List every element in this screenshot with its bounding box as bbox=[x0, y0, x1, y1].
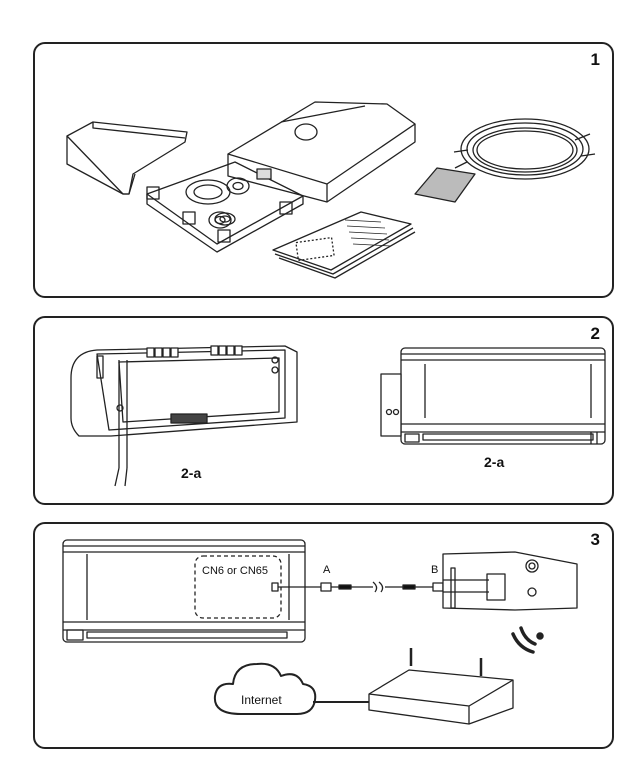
connection-cable bbox=[278, 582, 443, 592]
interface-module bbox=[443, 552, 577, 610]
connector-zone-label: CN6 or CN65 bbox=[202, 565, 269, 577]
cable-coil bbox=[454, 119, 595, 179]
indoor-unit-rear-view bbox=[71, 346, 297, 486]
router-icon bbox=[369, 648, 513, 724]
panel-number: 2 bbox=[590, 324, 600, 343]
module-cover bbox=[67, 122, 187, 194]
step-caption-left: 2-a bbox=[181, 465, 202, 481]
panel-connection: 3 bbox=[33, 522, 614, 749]
step-caption-right: 2-a bbox=[484, 454, 505, 470]
cable-end-b-label: B bbox=[431, 564, 439, 576]
instruction-manual bbox=[273, 212, 415, 278]
package-contents-illustration bbox=[35, 44, 616, 300]
indoor-unit bbox=[63, 540, 305, 642]
internet-label: Internet bbox=[241, 693, 282, 707]
mounting-plate bbox=[147, 162, 303, 252]
wifi-signal-icon bbox=[513, 628, 542, 652]
installation-illustration bbox=[35, 318, 616, 507]
cable-end-a-label: A bbox=[323, 564, 331, 576]
panel-installation: 2 bbox=[33, 316, 614, 505]
panel-package-contents: 1 bbox=[33, 42, 614, 298]
adhesive-pad bbox=[415, 168, 475, 202]
connection-illustration bbox=[35, 524, 616, 751]
interface-module bbox=[228, 102, 415, 202]
panel-number: 3 bbox=[590, 530, 600, 549]
cloud-icon bbox=[215, 664, 315, 714]
panel-number: 1 bbox=[590, 50, 600, 69]
indoor-unit-front-view bbox=[381, 348, 605, 444]
